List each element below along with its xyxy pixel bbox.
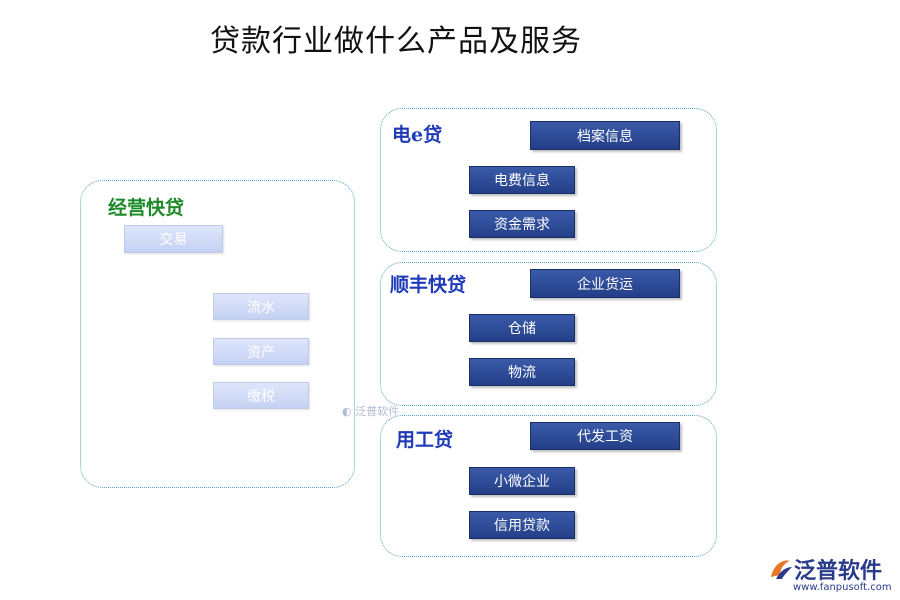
page-title: 贷款行业做什么产品及服务 <box>210 24 582 59</box>
node-zijinxuqiu: 资金需求 <box>469 210 575 238</box>
panel-title-yonggong: 用工贷 <box>396 429 454 451</box>
panel-title-jingying: 经营快贷 <box>108 197 185 219</box>
node-jiaoyi: 交易 <box>124 225 223 253</box>
node-xiaoweiqiye: 小微企业 <box>469 467 575 495</box>
panel-title-shunfeng: 顺丰快贷 <box>390 274 467 296</box>
watermark-icon: ◐ <box>342 405 352 418</box>
node-dianfeixinxi: 电费信息 <box>469 166 575 194</box>
node-liushui: 流水 <box>213 293 309 320</box>
watermark-text: 泛普软件 <box>355 405 400 418</box>
node-xinyongdaikuan: 信用贷款 <box>469 511 575 539</box>
node-jiaoshui: 缴税 <box>213 382 309 409</box>
node-daifagongzi: 代发工资 <box>530 422 680 450</box>
node-danganxinxi: 档案信息 <box>530 121 680 150</box>
node-wuliu: 物流 <box>469 358 575 386</box>
node-qiyehuoyun: 企业货运 <box>530 269 680 298</box>
logo-name: 泛普软件 <box>794 559 883 584</box>
watermark: ◐ 泛普软件 <box>342 403 399 419</box>
node-cangchu: 仓储 <box>469 314 575 342</box>
node-zichan: 资产 <box>213 338 309 365</box>
logo-url: www.fanpusoft.com <box>793 582 892 593</box>
panel-title-dianedai: 电e贷 <box>392 124 443 146</box>
brand-logo: 泛普软件 <box>768 553 882 585</box>
logo-icon <box>771 560 792 579</box>
